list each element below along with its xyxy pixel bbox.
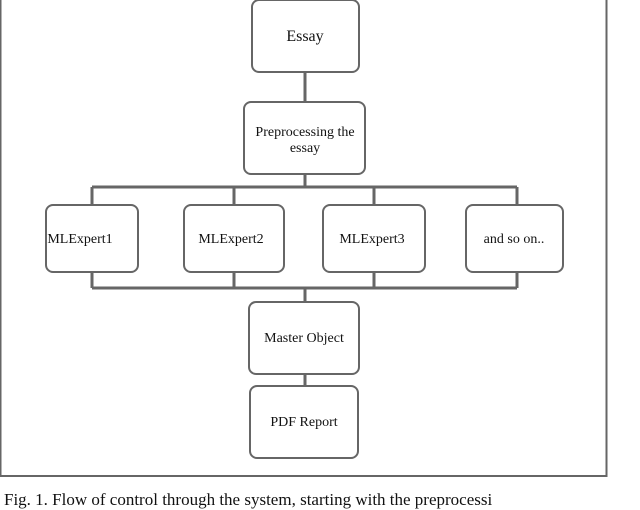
node-preprocessing-label-line2: essay bbox=[290, 141, 320, 156]
figure-caption: Fig. 1. Flow of control through the syst… bbox=[4, 490, 493, 509]
node-mlexpert3-box bbox=[322, 204, 426, 273]
node-and-so-on-label: and so on.. bbox=[484, 232, 545, 247]
node-and-so-on-box bbox=[465, 204, 564, 273]
connectors bbox=[90, 72, 519, 386]
node-essay-box bbox=[251, 0, 360, 73]
node-pdf-report: PDF Report bbox=[249, 385, 359, 459]
node-mlexpert1-label: MLExpert1 bbox=[47, 232, 112, 247]
node-preprocessing: Preprocessing the essay bbox=[243, 101, 366, 175]
node-preprocessing-box bbox=[243, 101, 366, 175]
node-pdf-report-box bbox=[249, 385, 359, 459]
node-and-so-on: and so on.. bbox=[465, 204, 564, 273]
node-mlexpert1-box bbox=[45, 204, 139, 273]
node-master-object-label: Master Object bbox=[264, 331, 344, 346]
node-mlexpert3: MLExpert3 bbox=[322, 204, 426, 273]
node-master-object-box bbox=[248, 301, 360, 375]
node-mlexpert2: MLExpert2 bbox=[183, 204, 285, 273]
node-mlexpert2-label: MLExpert2 bbox=[198, 232, 263, 247]
node-mlexpert2-box bbox=[183, 204, 285, 273]
node-mlexpert3-label: MLExpert3 bbox=[339, 232, 404, 247]
node-essay: Essay bbox=[251, 0, 360, 73]
node-essay-label: Essay bbox=[286, 28, 323, 45]
node-preprocessing-label-line1: Preprocessing the bbox=[255, 125, 354, 140]
node-mlexpert1: MLExpert1 bbox=[45, 204, 139, 273]
node-pdf-report-label: PDF Report bbox=[270, 415, 337, 430]
node-master-object: Master Object bbox=[248, 301, 360, 375]
